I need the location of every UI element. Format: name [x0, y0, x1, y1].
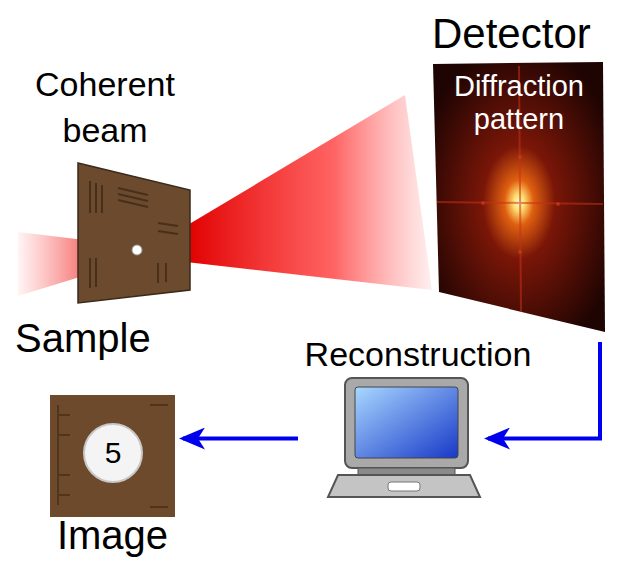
- image-label: Image: [30, 513, 195, 557]
- laptop-icon: Reconstruction: [328, 375, 480, 502]
- flow-arrow: [183, 437, 298, 441]
- detector-heading: Detector: [432, 10, 591, 58]
- pattern-label: Diffraction pattern: [433, 70, 605, 137]
- scattered-cone: [186, 95, 432, 290]
- detector-screen: DetectorDiffraction pattern: [433, 62, 605, 332]
- laptop-icon-shape: [328, 375, 480, 502]
- sample-plate: Sample: [78, 163, 190, 303]
- beam-label: Coherent beam: [5, 62, 205, 154]
- detector-screen-shape: [433, 62, 605, 332]
- sample-label: Sample: [15, 315, 151, 361]
- digit-marker: 5: [93, 433, 133, 473]
- reconstruction-label: Reconstruction: [268, 335, 568, 374]
- sample-plate-shape: [78, 163, 190, 303]
